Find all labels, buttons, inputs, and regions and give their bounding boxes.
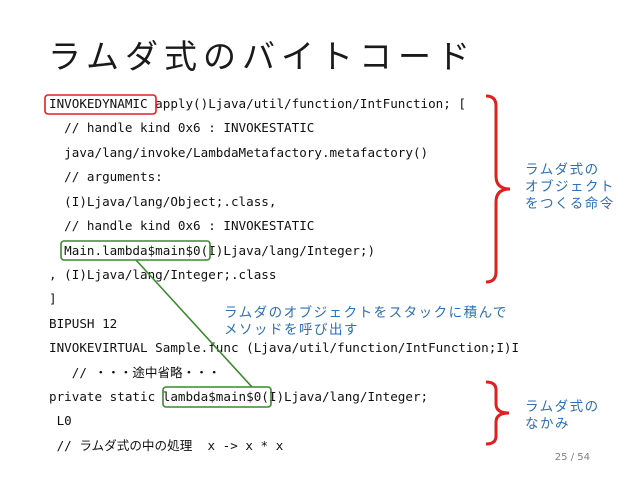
code-line: ] xyxy=(49,291,57,306)
code-line: // handle kind 0x6 : INVOKESTATIC xyxy=(49,120,315,135)
slide-title: ラムダ式のバイトコード xyxy=(48,37,477,76)
annotation-push-and-call: ラムダのオブジェクトをスタックに積んで メソッドを呼び出す xyxy=(224,305,508,339)
green-highlight-box-main-lambda xyxy=(60,240,211,261)
code-line: INVOKEDYNAMIC apply()Ljava/util/function… xyxy=(49,96,467,111)
code-line: Main.lambda$main$0(I)Ljava/lang/Integer;… xyxy=(49,243,376,258)
code-line: // arguments: xyxy=(49,169,163,184)
annotation-line: なかみ xyxy=(525,416,570,432)
code-line: private static lambda$main$0(I)Ljava/lan… xyxy=(49,389,429,404)
page-number: 25 / 54 xyxy=(555,452,590,463)
bracket-create-object xyxy=(485,94,511,284)
code-line: , (I)Ljava/lang/Integer;.class xyxy=(49,267,277,282)
code-line: // ラムダ式の中の処理 x -> x * x xyxy=(49,438,284,453)
annotation-line: ラムダのオブジェクトをスタックに積んで xyxy=(224,305,508,321)
bracket-lambda-body xyxy=(485,380,510,446)
code-line: // ・・・途中省略・・・ xyxy=(49,365,221,380)
page-separator: / xyxy=(570,452,575,463)
code-line: (I)Ljava/lang/Object;.class, xyxy=(49,194,277,209)
annotation-line: ラムダ式の xyxy=(525,399,600,415)
code-line: L0 xyxy=(49,413,72,428)
annotation-lambda-body: ラムダ式の なかみ xyxy=(525,399,600,433)
annotation-line: オブジェクト xyxy=(525,179,615,195)
page-current: 25 xyxy=(554,452,568,463)
annotation-line: ラムダ式の xyxy=(525,162,600,178)
page-total: 54 xyxy=(577,452,590,463)
red-highlight-box xyxy=(44,94,157,115)
code-line: BIPUSH 12 xyxy=(49,316,118,331)
green-highlight-box-lambda-method xyxy=(162,386,272,408)
code-line: INVOKEVIRTUAL Sample.func (Ljava/util/fu… xyxy=(49,340,520,355)
code-line: java/lang/invoke/LambdaMetafactory.metaf… xyxy=(49,145,429,160)
annotation-line: をつくる命令 xyxy=(525,196,615,212)
annotation-line: メソッドを呼び出す xyxy=(224,322,359,338)
annotation-create-object: ラムダ式の オブジェクト をつくる命令 xyxy=(525,162,615,213)
code-line: // handle kind 0x6 : INVOKESTATIC xyxy=(49,218,315,233)
connector-line xyxy=(135,259,253,388)
